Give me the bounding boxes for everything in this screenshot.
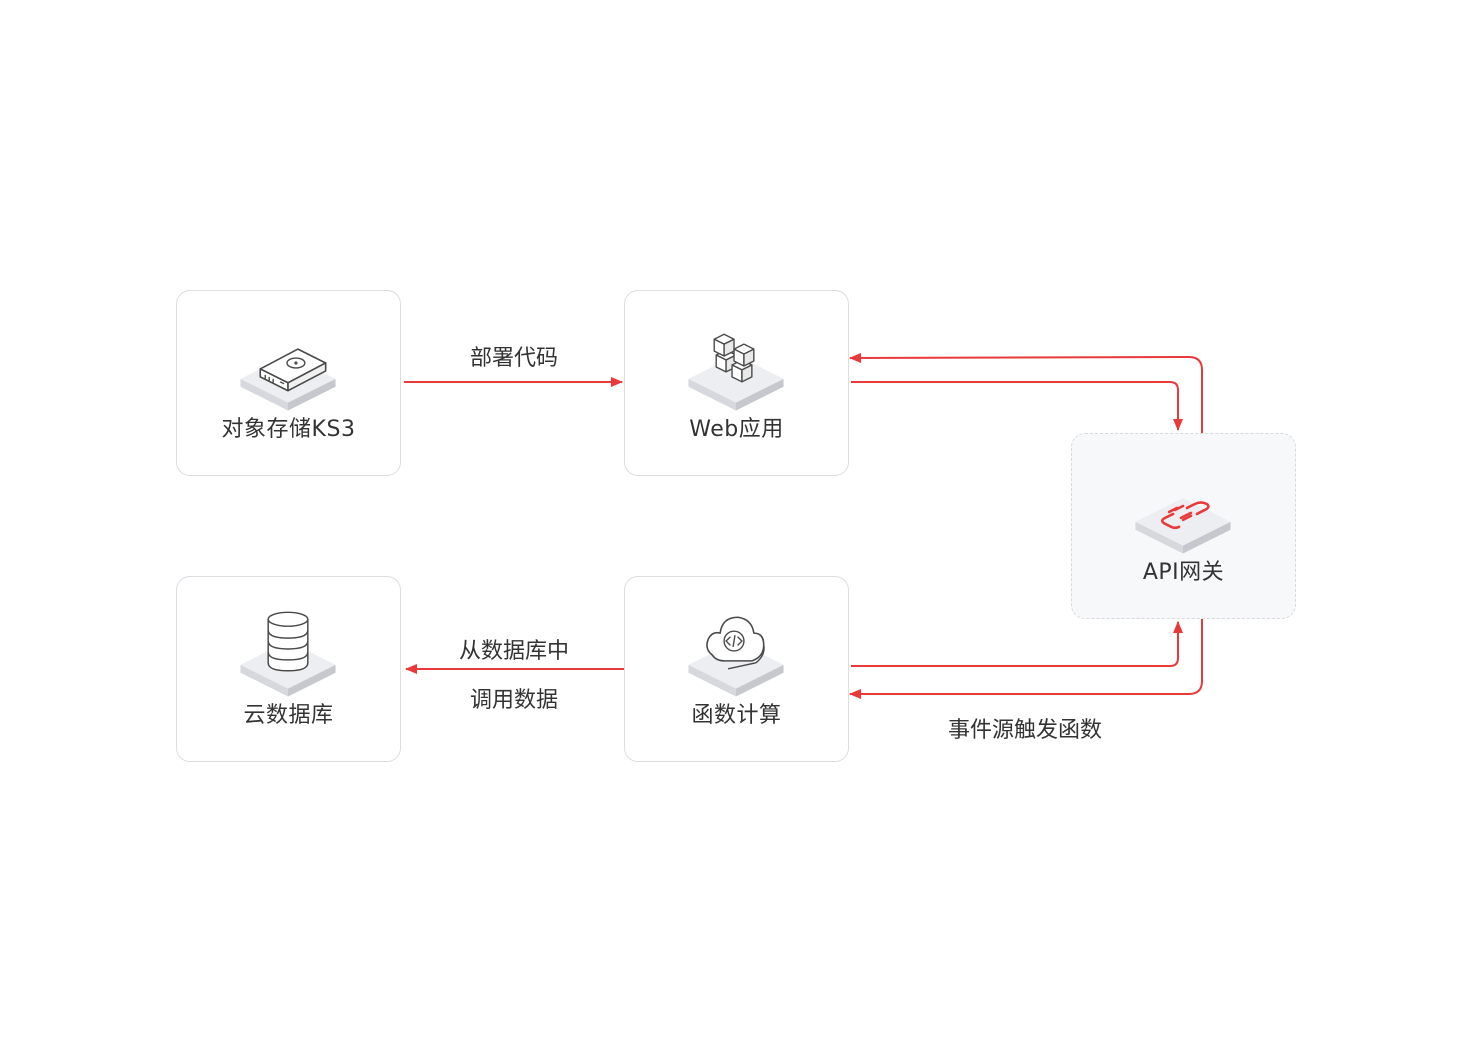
edge-label-event-trigger: 事件源触发函数 bbox=[947, 718, 1102, 743]
database-icon bbox=[240, 611, 336, 697]
node-cloud-database[interactable]: 云数据库 bbox=[176, 576, 401, 762]
link-chain-icon bbox=[1135, 498, 1231, 554]
node-function-compute-label: 函数计算 bbox=[691, 703, 782, 728]
node-web-app-label: Web应用 bbox=[689, 417, 784, 442]
cubes-icon bbox=[688, 333, 784, 411]
node-ks3-label: 对象存储KS3 bbox=[221, 417, 356, 442]
node-api-gateway-label: API网关 bbox=[1142, 560, 1225, 585]
arrow-function-to-gateway bbox=[851, 621, 1183, 667]
arrow-gateway-to-web bbox=[849, 352, 1203, 433]
node-api-gateway[interactable]: API网关 bbox=[1071, 433, 1296, 619]
edge-label-deploy-code: 部署代码 bbox=[469, 346, 558, 371]
node-ks3[interactable]: 对象存储KS3 bbox=[176, 290, 401, 476]
node-cloud-database-label: 云数据库 bbox=[243, 703, 334, 728]
edge-label-invoke-data: 调用数据 bbox=[469, 688, 558, 713]
edge-label-fetch-from-db: 从数据库中 bbox=[458, 639, 569, 664]
arrow-web-to-gateway bbox=[851, 381, 1183, 431]
cloud-code-icon bbox=[688, 616, 784, 697]
node-function-compute[interactable]: 函数计算 bbox=[624, 576, 849, 762]
node-web-app[interactable]: Web应用 bbox=[624, 290, 849, 476]
storage-server-icon bbox=[240, 348, 336, 411]
arrow-gateway-to-function bbox=[849, 619, 1203, 699]
